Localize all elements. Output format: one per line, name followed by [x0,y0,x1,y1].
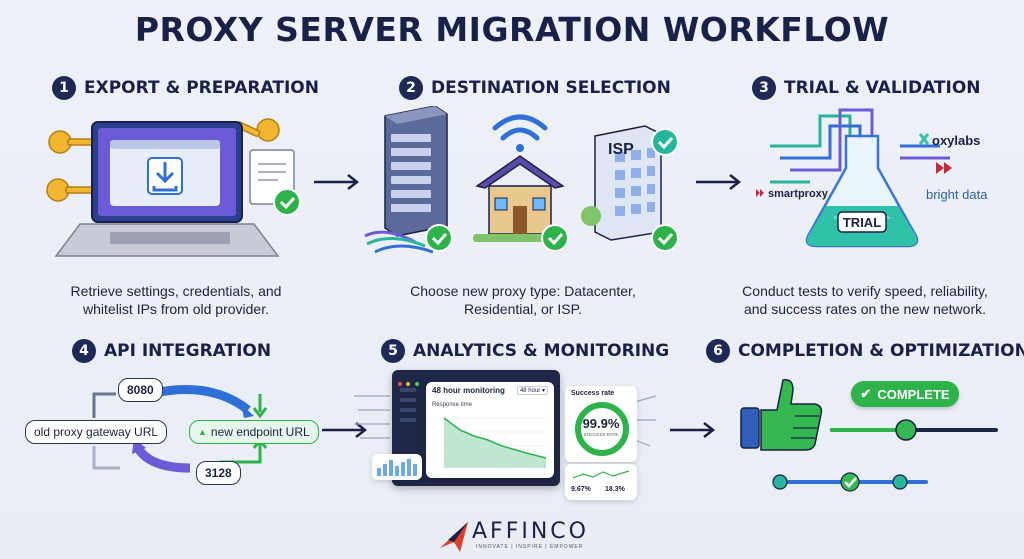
step-3-description: Conduct tests to verify speed, reliabili… [725,282,1005,318]
oxylabs-logo: oxylabs [932,133,980,148]
check-icon [273,188,301,216]
check-icon: ✔ [860,386,872,401]
port-3128-badge: 3128 [196,461,241,485]
step-4-number: 4 [72,339,96,363]
step-1-label: EXPORT & PREPARATION [84,78,319,98]
dashboard-sidebar [396,382,422,478]
destination-types-illustration: ISP [364,106,679,254]
window-controls [398,373,428,386]
step-1-heading: 1 EXPORT & PREPARATION [52,76,319,100]
step-3-label: TRIAL & VALIDATION [784,78,981,98]
old-proxy-url-label: old proxy gateway URL [34,425,159,439]
oxylabs-logo-icon [918,133,930,145]
stat-a-value: 9.67% [571,486,591,493]
flask-label: TRIAL [843,215,881,230]
step-2-label: DESTINATION SELECTION [431,78,671,98]
stats-card: 9.67% 18.3% [565,464,637,500]
check-icon [651,128,679,156]
laptop-export-illustration [46,118,301,257]
wifi-icon [492,114,548,152]
check-icon [840,472,860,492]
step-2-desc-line-2: Residential, or ISP. [463,301,583,317]
timeline-node [892,474,908,490]
brand-name: AFFINCO [472,519,589,544]
timeline-node [772,474,788,490]
mini-bar-chart [377,459,417,476]
old-proxy-url-pill: old proxy gateway URL [25,420,168,444]
step-3-heading: 3 TRIAL & VALIDATION [752,76,981,100]
bar-widget [372,454,422,480]
arrow-right-icon [670,422,716,438]
up-triangle-icon: ▲ [198,427,207,437]
success-rate-title: Success rate [571,390,615,397]
smartproxy-logo-icon [756,189,764,197]
success-rate-gauge [575,402,629,456]
brightdata-logo: bright data [926,187,988,202]
new-endpoint-url-label: new endpoint URL [210,425,310,439]
stats-sparkline [572,470,630,479]
new-endpoint-url-pill: ▲ new endpoint URL [189,420,319,444]
step-1-number: 1 [52,76,76,100]
step-1-desc-line-2: whitelist IPs from old provider. [83,301,269,317]
step-1-description: Retrieve settings, credentials, and whit… [40,282,312,318]
trial-flask-illustration: TRIAL oxylabs bright data smartproxy [756,108,988,248]
response-time-label: Response time [432,402,473,408]
step-5-number: 5 [381,339,405,363]
step-6-heading: 6 COMPLETION & OPTIMIZATION [706,339,1024,363]
step-2-description: Choose new proxy type: Datacenter, Resid… [378,282,668,318]
success-rate-value: 99.9% [582,416,620,431]
step-2-heading: 2 DESTINATION SELECTION [399,76,671,100]
complete-badge: ✔ COMPLETE [851,381,959,407]
check-icon [651,224,679,252]
stat-b-value: 18.3% [605,486,625,493]
step-5-label: ANALYTICS & MONITORING [413,341,670,361]
step-2-number: 2 [399,76,423,100]
smartproxy-logo: smartproxy [768,188,829,200]
progress-timeline [772,472,908,492]
step-6-label: COMPLETION & OPTIMIZATION [738,341,1024,361]
time-range-dropdown[interactable]: 48 hour ▾ [516,386,548,395]
arrow-right-icon [314,174,360,190]
brand-tagline: INNOVATE | INSPIRE | EMPOWER [476,544,584,550]
residential-house-icon [473,155,569,252]
step-4-heading: 4 API INTEGRATION [72,339,271,363]
step-3-desc-line-1: Conduct tests to verify speed, reliabili… [742,283,988,299]
arrow-right-icon [696,174,742,190]
port-8080-badge: 8080 [118,378,163,402]
step-2-desc-line-1: Choose new proxy type: Datacenter, [410,283,636,299]
complete-label: COMPLETE [877,386,950,402]
step-3-desc-line-2: and success rates on the new network. [743,301,987,317]
check-icon [425,224,453,252]
isp-building-icon [581,125,679,252]
brightdata-logo-icon [936,162,952,174]
step-1-desc-line-1: Retrieve settings, credentials, and [70,283,282,299]
datacenter-server-icon [364,106,453,254]
step-6-number: 6 [706,339,730,363]
success-rate-card: Success rate 99.9% SUCCESS RATE [565,386,637,462]
affinco-logo-icon [440,522,468,552]
check-icon [541,224,569,252]
time-range-value: 48 hour [519,388,541,394]
monitoring-panel: 48 hour monitoring 48 hour ▾ Response ti… [426,382,554,478]
slider-handle[interactable] [895,419,917,441]
step-4-label: API INTEGRATION [104,341,272,361]
success-rate-sub: SUCCESS RATE [583,432,619,437]
step-5-heading: 5 ANALYTICS & MONITORING [381,339,669,363]
arrow-right-icon [322,422,368,438]
thumbs-up-icon [740,378,823,451]
step-3-number: 3 [752,76,776,100]
monitoring-panel-title: 48 hour monitoring [432,386,505,395]
page-title: PROXY SERVER MIGRATION WORKFLOW [134,10,890,49]
response-time-chart [442,417,548,468]
isp-sign: ISP [608,141,634,158]
